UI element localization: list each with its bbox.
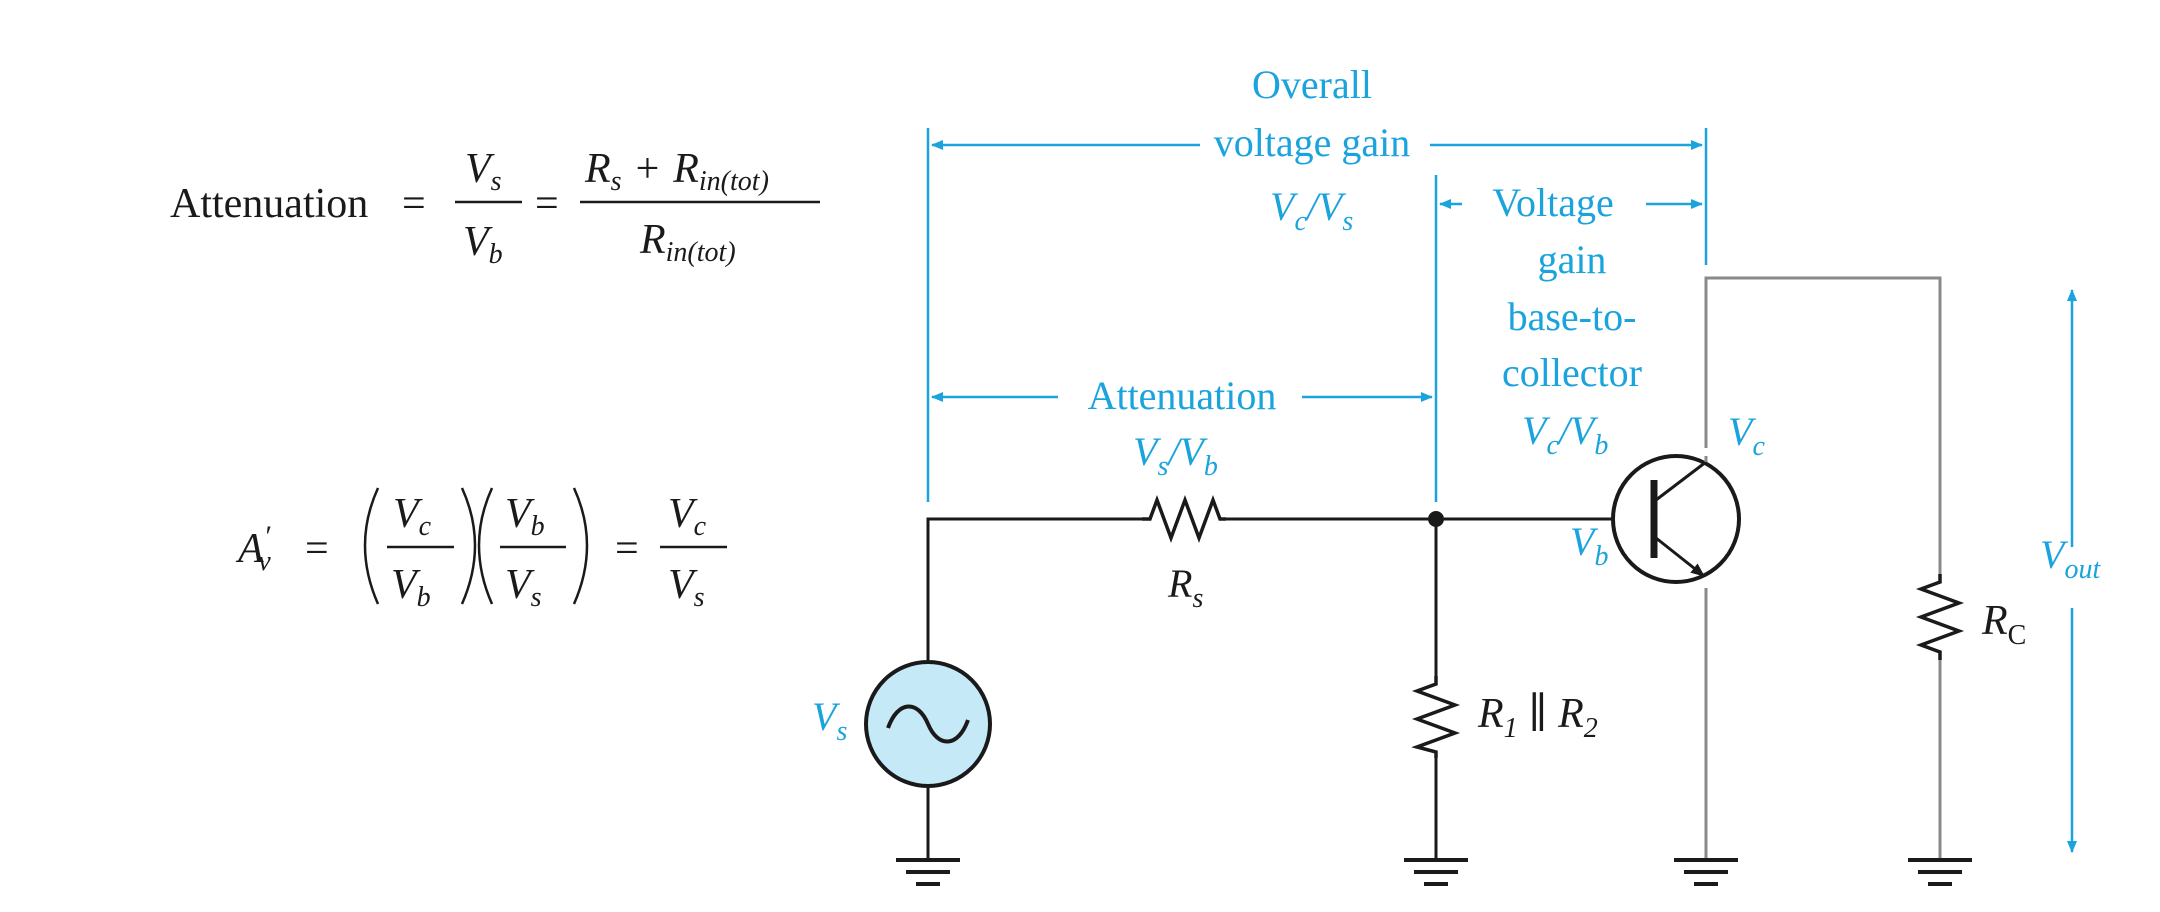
wire-collector-to-rc — [1704, 276, 1942, 574]
gain-frac3-num: Vc — [668, 491, 707, 542]
rc-label: RC — [1981, 598, 2026, 651]
vs-label: Vs — [812, 694, 847, 747]
overall-gain-label-line2: voltage gain — [1214, 120, 1411, 165]
gain-paren-1-close — [460, 487, 477, 605]
attenuation-equals-2: = — [535, 181, 559, 227]
voltage-gain-ratio: Vc/Vb — [1522, 408, 1608, 461]
rs-label: Rs — [1167, 561, 1203, 614]
resistor-r12 — [1411, 676, 1461, 758]
sine-wave-icon — [886, 704, 970, 744]
transistor-emitter-arrow-icon — [1655, 536, 1705, 578]
annotation-labels: Overall voltage gain Vc/Vs Voltage gain … — [812, 62, 2101, 747]
ground-source — [896, 858, 960, 886]
gain-frac2-den: Vs — [505, 562, 542, 613]
attenuation-formula-label: Attenuation — [170, 181, 368, 227]
gain-paren-2-open — [477, 487, 494, 605]
voltage-gain-label-line4: collector — [1502, 350, 1642, 395]
gain-frac2-num: Vb — [505, 491, 545, 542]
gain-frac1-den: Vb — [391, 562, 431, 613]
voltage-gain-label-line1: Voltage — [1492, 180, 1613, 225]
gain-formula-equals-1: = — [305, 526, 329, 572]
attenuation-equals-1: = — [402, 181, 426, 227]
attenuation-ratio: Vs/Vb — [1133, 429, 1218, 482]
ground-emitter — [1674, 858, 1738, 886]
dimension-lines — [926, 128, 2077, 853]
r12-label: R1 ∥ R2 — [1477, 691, 1598, 744]
attenuation-frac2-num: Rs+Rin(tot) — [584, 146, 769, 197]
junction-dot — [1428, 511, 1444, 527]
attenuation-frac1-den: Vb — [463, 219, 503, 270]
attenuation-frac2-den: Rin(tot) — [639, 217, 736, 268]
gain-frac1-num: Vc — [393, 491, 432, 542]
gain-formula-equals-2: = — [615, 526, 639, 572]
vc-label: Vc — [1728, 409, 1765, 462]
ground-r12 — [1404, 858, 1468, 886]
npn-transistor — [1611, 454, 1741, 584]
voltage-gain-label-line2: gain — [1538, 237, 1607, 282]
overall-gain-formula: A′v = Vc Vb Vb Vs = Vc Vs — [235, 487, 727, 613]
attenuation-frac1-num: Vs — [465, 146, 502, 197]
attenuation-formula: Attenuation = Vs Vb = Rs+Rin(tot) Rin(to… — [170, 146, 820, 270]
circuit-wires — [926, 517, 1942, 858]
overall-gain-ratio: Vc/Vs — [1270, 184, 1353, 237]
attenuation-label: Attenuation — [1088, 373, 1277, 418]
gain-paren-1-open — [363, 487, 380, 605]
voltage-gain-label-line3: base-to- — [1508, 294, 1637, 339]
wire-source-to-rs — [926, 517, 1142, 660]
gain-formula-lhs: A′v — [235, 520, 271, 577]
ac-source — [864, 660, 992, 788]
overall-gain-label-line1: Overall — [1252, 62, 1372, 107]
gain-frac3-den: Vs — [668, 562, 705, 613]
transistor-collector-lead — [1655, 460, 1707, 502]
vb-label: Vb — [1570, 519, 1608, 572]
resistor-rs — [1142, 494, 1226, 544]
gain-paren-2-close — [572, 487, 589, 605]
resistor-rc — [1915, 574, 1965, 660]
transistor-circle — [1611, 454, 1741, 584]
vout-label: Vout — [2040, 532, 2101, 585]
collector-wires — [1704, 276, 1942, 858]
ground-rc — [1908, 858, 1972, 886]
